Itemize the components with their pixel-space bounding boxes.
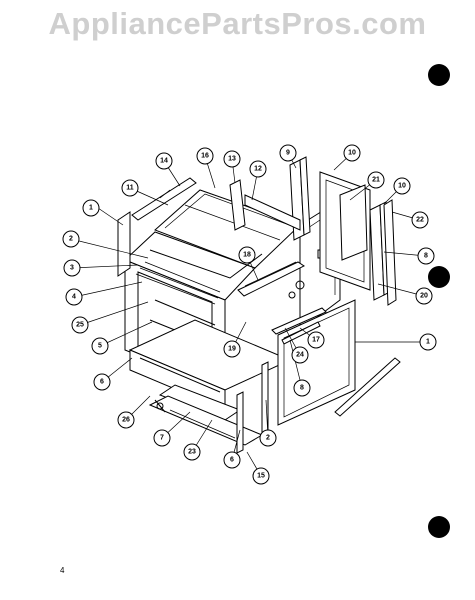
callout-label: 2	[266, 435, 270, 442]
callout-circle: 14	[155, 152, 173, 170]
callout-label: 2	[69, 236, 73, 243]
callout-label: 7	[160, 435, 164, 442]
callout-circle: 2	[259, 429, 277, 447]
callout-circle: 15	[252, 467, 270, 485]
callout-circle: 7	[153, 429, 171, 447]
punch-hole-middle	[428, 266, 450, 288]
callout-label: 5	[98, 343, 102, 350]
callout-circle: 3	[63, 259, 81, 277]
callout-label: 9	[286, 150, 290, 157]
page-number: 4	[60, 566, 65, 575]
callout-label: 12	[254, 166, 262, 173]
callout-circle: 6	[93, 373, 111, 391]
callout-circle: 21	[367, 171, 385, 189]
callout-label: 23	[188, 449, 196, 456]
callout-circle: 26	[117, 411, 135, 429]
callout-label: 4	[72, 294, 76, 301]
callout-circle: 9	[279, 144, 297, 162]
callout-label: 8	[300, 385, 304, 392]
callout-circle: 24	[291, 346, 309, 364]
callout-label: 15	[257, 473, 265, 480]
callout-circle: 8	[293, 379, 311, 397]
punch-hole-bottom	[428, 516, 450, 538]
callout-label: 10	[348, 150, 356, 157]
callout-circle: 8	[417, 247, 435, 265]
callout-circle: 10	[393, 177, 411, 195]
callout-label: 19	[228, 346, 236, 353]
callout-circle: 5	[91, 337, 109, 355]
callout-circle: 2	[62, 230, 80, 248]
callout-label: 3	[70, 265, 74, 272]
callout-label: 17	[312, 337, 320, 344]
callout-circle: 25	[71, 316, 89, 334]
callout-circle: 22	[411, 211, 429, 229]
callout-label: 18	[243, 252, 251, 259]
callout-label: 6	[230, 457, 234, 464]
callout-label: 11	[126, 185, 134, 192]
callout-circle: 17	[307, 331, 325, 349]
side-gasket-21	[339, 184, 368, 261]
callout-label: 21	[372, 177, 380, 184]
callout-circle: 16	[196, 147, 214, 165]
door-handle-strip	[334, 357, 401, 417]
door-trim-17	[271, 307, 327, 345]
punch-hole-top	[428, 64, 450, 86]
burner-tray-18	[237, 261, 305, 297]
bracket-13	[229, 179, 301, 231]
watermark: AppliancePartsPros.com	[48, 6, 427, 41]
callout-label: 1	[426, 339, 430, 346]
callout-circle: 18	[238, 246, 256, 264]
callout-label: 16	[201, 153, 209, 160]
callout-circle: 6	[223, 451, 241, 469]
callout-label: 25	[76, 322, 84, 329]
top-rail-14	[131, 177, 197, 221]
callout-circle: 1	[82, 199, 100, 217]
callout-label: 8	[424, 253, 428, 260]
callout-label: 26	[122, 417, 130, 424]
screw-fastener-26	[154, 399, 166, 413]
callout-circle: 11	[121, 179, 139, 197]
callout-circle: 10	[343, 144, 361, 162]
callout-circle: 1	[419, 333, 437, 351]
callout-label: 13	[228, 156, 236, 163]
callout-circle: 20	[415, 287, 433, 305]
callout-label: 10	[398, 183, 406, 190]
side-panel-left-1	[117, 211, 131, 277]
callout-label: 20	[420, 293, 428, 300]
callout-circle: 23	[183, 443, 201, 461]
callout-label: 6	[100, 379, 104, 386]
callout-label: 14	[160, 158, 168, 165]
callout-label: 22	[416, 217, 424, 224]
callout-circle: 13	[223, 150, 241, 168]
callout-circle: 4	[65, 288, 83, 306]
callout-circle: 19	[223, 340, 241, 358]
callout-label: 1	[89, 205, 93, 212]
callout-circle: 12	[249, 160, 267, 178]
callout-label: 24	[296, 352, 304, 359]
